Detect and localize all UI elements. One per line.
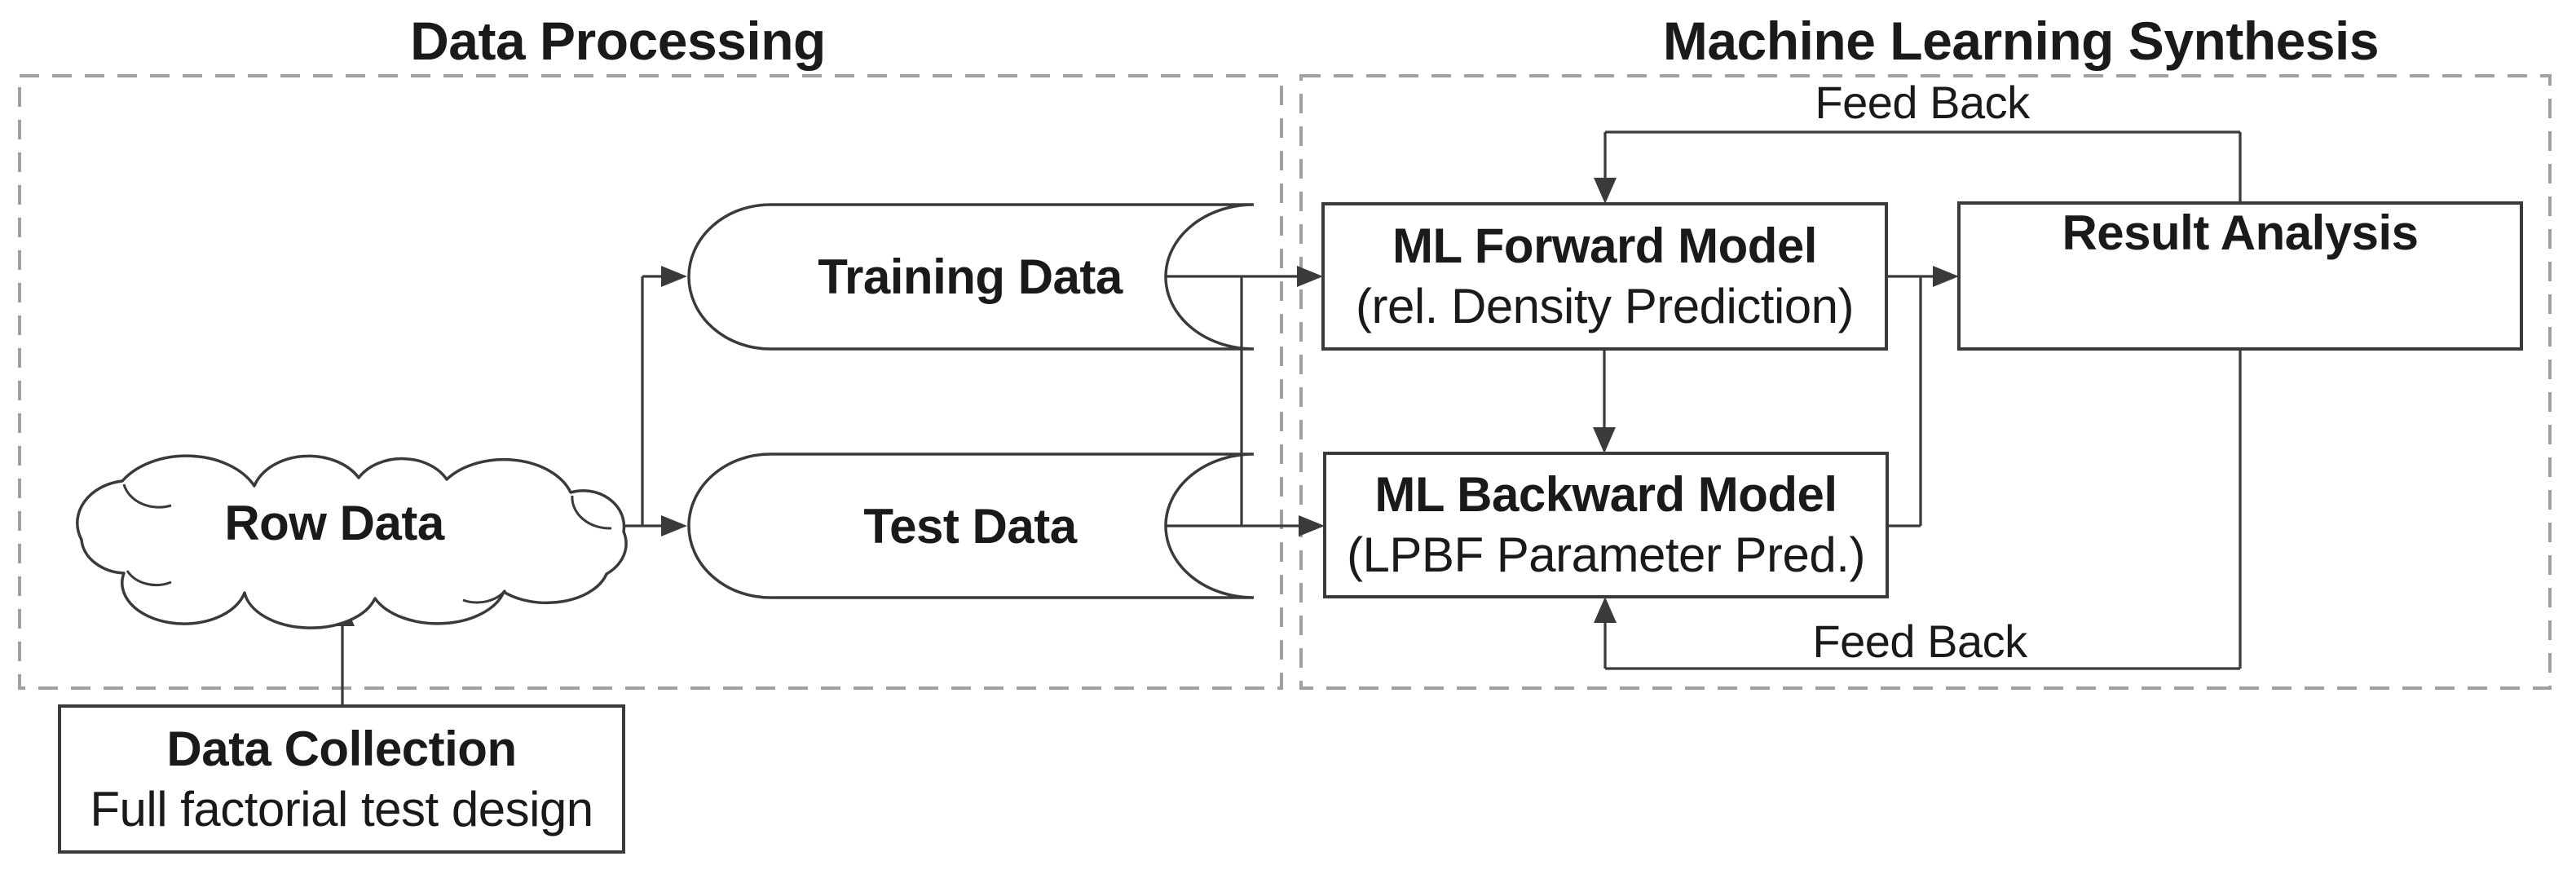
test-data-label: Test Data <box>863 498 1077 554</box>
connector-models-to-result <box>1886 266 1959 527</box>
data-collection-subtitle: Full factorial test design <box>90 781 593 836</box>
section-title-data-processing: Data Processing <box>410 11 826 71</box>
connector-feedback-top <box>1594 130 2242 204</box>
ml-synthesis-dashed-border <box>1299 74 2552 690</box>
arrowhead-right-icon <box>1299 515 1325 536</box>
ml-backward-model-box <box>1323 452 1889 598</box>
training-data-store-shape <box>687 203 1255 351</box>
connector-cloud-to-test <box>621 515 687 536</box>
section-title-ml-synthesis: Machine Learning Synthesis <box>1662 11 2380 71</box>
ml-forward-model-label: ML Forward Model (rel. Density Predictio… <box>1323 204 1886 349</box>
ml-backward-subtitle: (LPBF Parameter Pred.) <box>1347 527 1865 582</box>
arrowhead-right-icon <box>661 515 687 536</box>
arrowhead-down-icon <box>1594 178 1617 204</box>
cloud-curl-bottom-right <box>462 589 507 604</box>
data-collection-title: Data Collection <box>166 721 517 776</box>
arrowhead-down-icon <box>1593 427 1616 453</box>
ml-backward-title: ML Backward Model <box>1374 467 1837 522</box>
row-data-label: Row Data <box>224 495 444 550</box>
ml-forward-subtitle: (rel. Density Prediction) <box>1355 279 1855 333</box>
result-analysis-box <box>1957 201 2523 351</box>
feedback-top-label: Feed Back <box>1815 76 2030 128</box>
connector-training-to-forward <box>1166 266 1323 287</box>
feedback-bottom-label: Feed Back <box>1812 615 2027 667</box>
result-analysis-label: Result Analysis <box>2062 205 2419 260</box>
test-data-store-shape <box>687 452 1255 599</box>
data-collection-label: Data Collection Full factorial test desi… <box>60 706 624 852</box>
data-processing-dashed-border <box>18 74 1283 690</box>
cloud-curl-right <box>571 495 612 530</box>
connector-cloud-to-training <box>641 266 687 526</box>
arrowhead-right-icon <box>661 266 687 287</box>
training-data-label: Training Data <box>818 249 1123 304</box>
row-data-cloud-shape <box>76 454 628 629</box>
ml-forward-model-box <box>1321 202 1888 351</box>
cloud-curl-left <box>122 483 172 509</box>
data-collection-box <box>58 704 625 854</box>
connector-feedback-bottom <box>1594 349 2242 670</box>
ml-forward-title: ML Forward Model <box>1392 218 1817 273</box>
arrowhead-right-icon <box>1297 266 1323 287</box>
arrowhead-right-icon <box>1933 266 1959 287</box>
ml-backward-model-label: ML Backward Model (LPBF Parameter Pred.) <box>1325 453 1887 597</box>
arrowhead-up-icon <box>1594 597 1617 623</box>
cloud-curl-bottom-left <box>126 570 172 587</box>
row-data-cloud <box>76 454 628 629</box>
connector-test-to-backward <box>1166 515 1325 536</box>
connector-forward-to-backward <box>1593 349 1616 453</box>
